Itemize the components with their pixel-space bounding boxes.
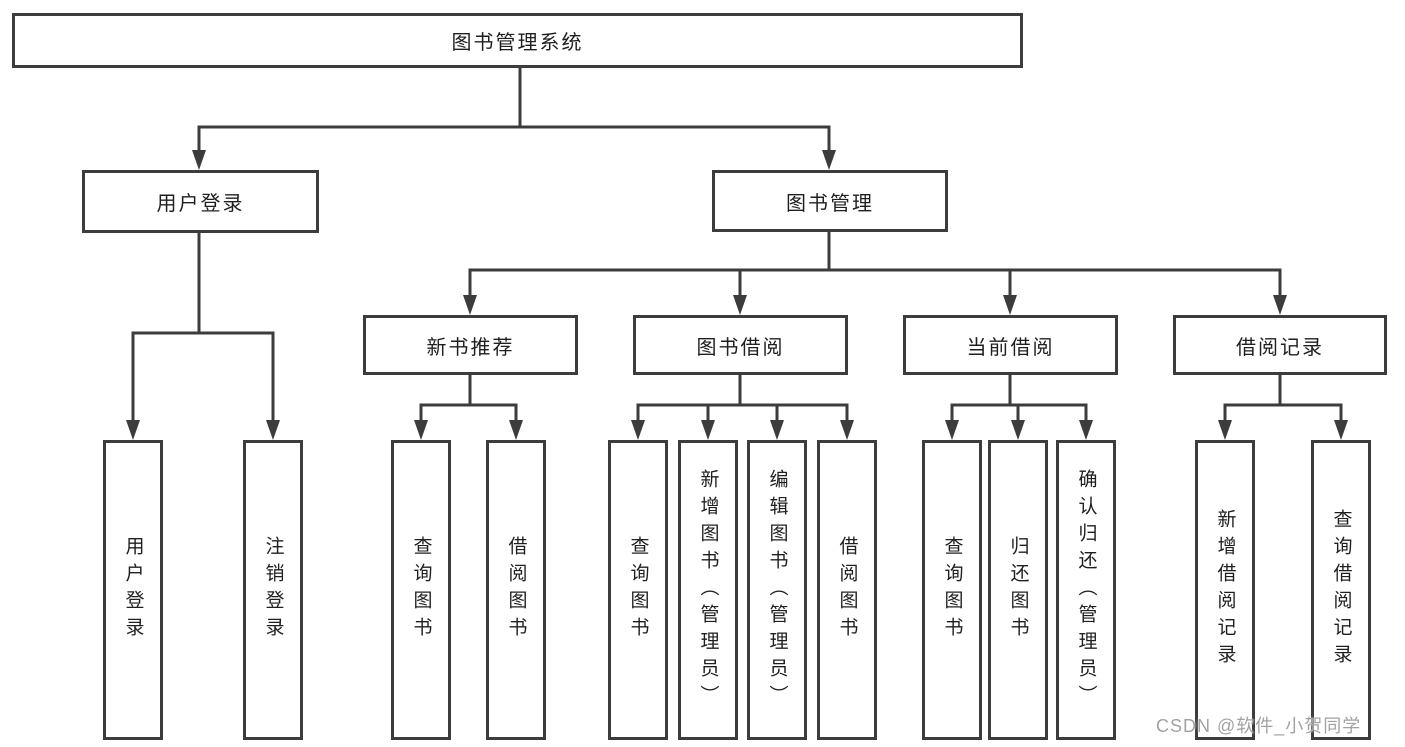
leaf-borrow-query-book: 查询图书 — [608, 440, 668, 740]
watermark: CSDN @软件_小贺同学 — [1156, 716, 1362, 736]
node-book-borrow: 图书借阅 — [633, 315, 848, 375]
node-current-borrow: 当前借阅 — [903, 315, 1118, 375]
node-user-login: 用户登录 — [82, 170, 319, 233]
leaf-records-query-record: 查询借阅记录 — [1311, 440, 1371, 740]
node-borrow-records: 借阅记录 — [1173, 315, 1387, 375]
leaf-recommend-query-book: 查询图书 — [391, 440, 451, 740]
leaf-current-return-book: 归还图书 — [988, 440, 1048, 740]
connector-segments — [131, 66, 1343, 426]
leaf-records-add-record: 新增借阅记录 — [1195, 440, 1255, 740]
leaf-borrow-add-book-admin: 新增图书（管理员） — [678, 440, 738, 740]
leaf-current-confirm-return-admin: 确认归还（管理员） — [1056, 440, 1116, 740]
leaf-user-login: 用户登录 — [103, 440, 163, 740]
node-root-system: 图书管理系统 — [12, 13, 1023, 68]
leaf-recommend-borrow-book: 借阅图书 — [486, 440, 546, 740]
arrowhead-icons — [126, 150, 1348, 440]
node-book-management: 图书管理 — [712, 170, 948, 232]
node-new-book-recommend: 新书推荐 — [363, 315, 578, 375]
leaf-borrow-edit-book-admin: 编辑图书（管理员） — [747, 440, 807, 740]
leaf-current-query-book: 查询图书 — [922, 440, 982, 740]
leaf-logout: 注销登录 — [243, 440, 303, 740]
leaf-borrow-borrow-book: 借阅图书 — [817, 440, 877, 740]
